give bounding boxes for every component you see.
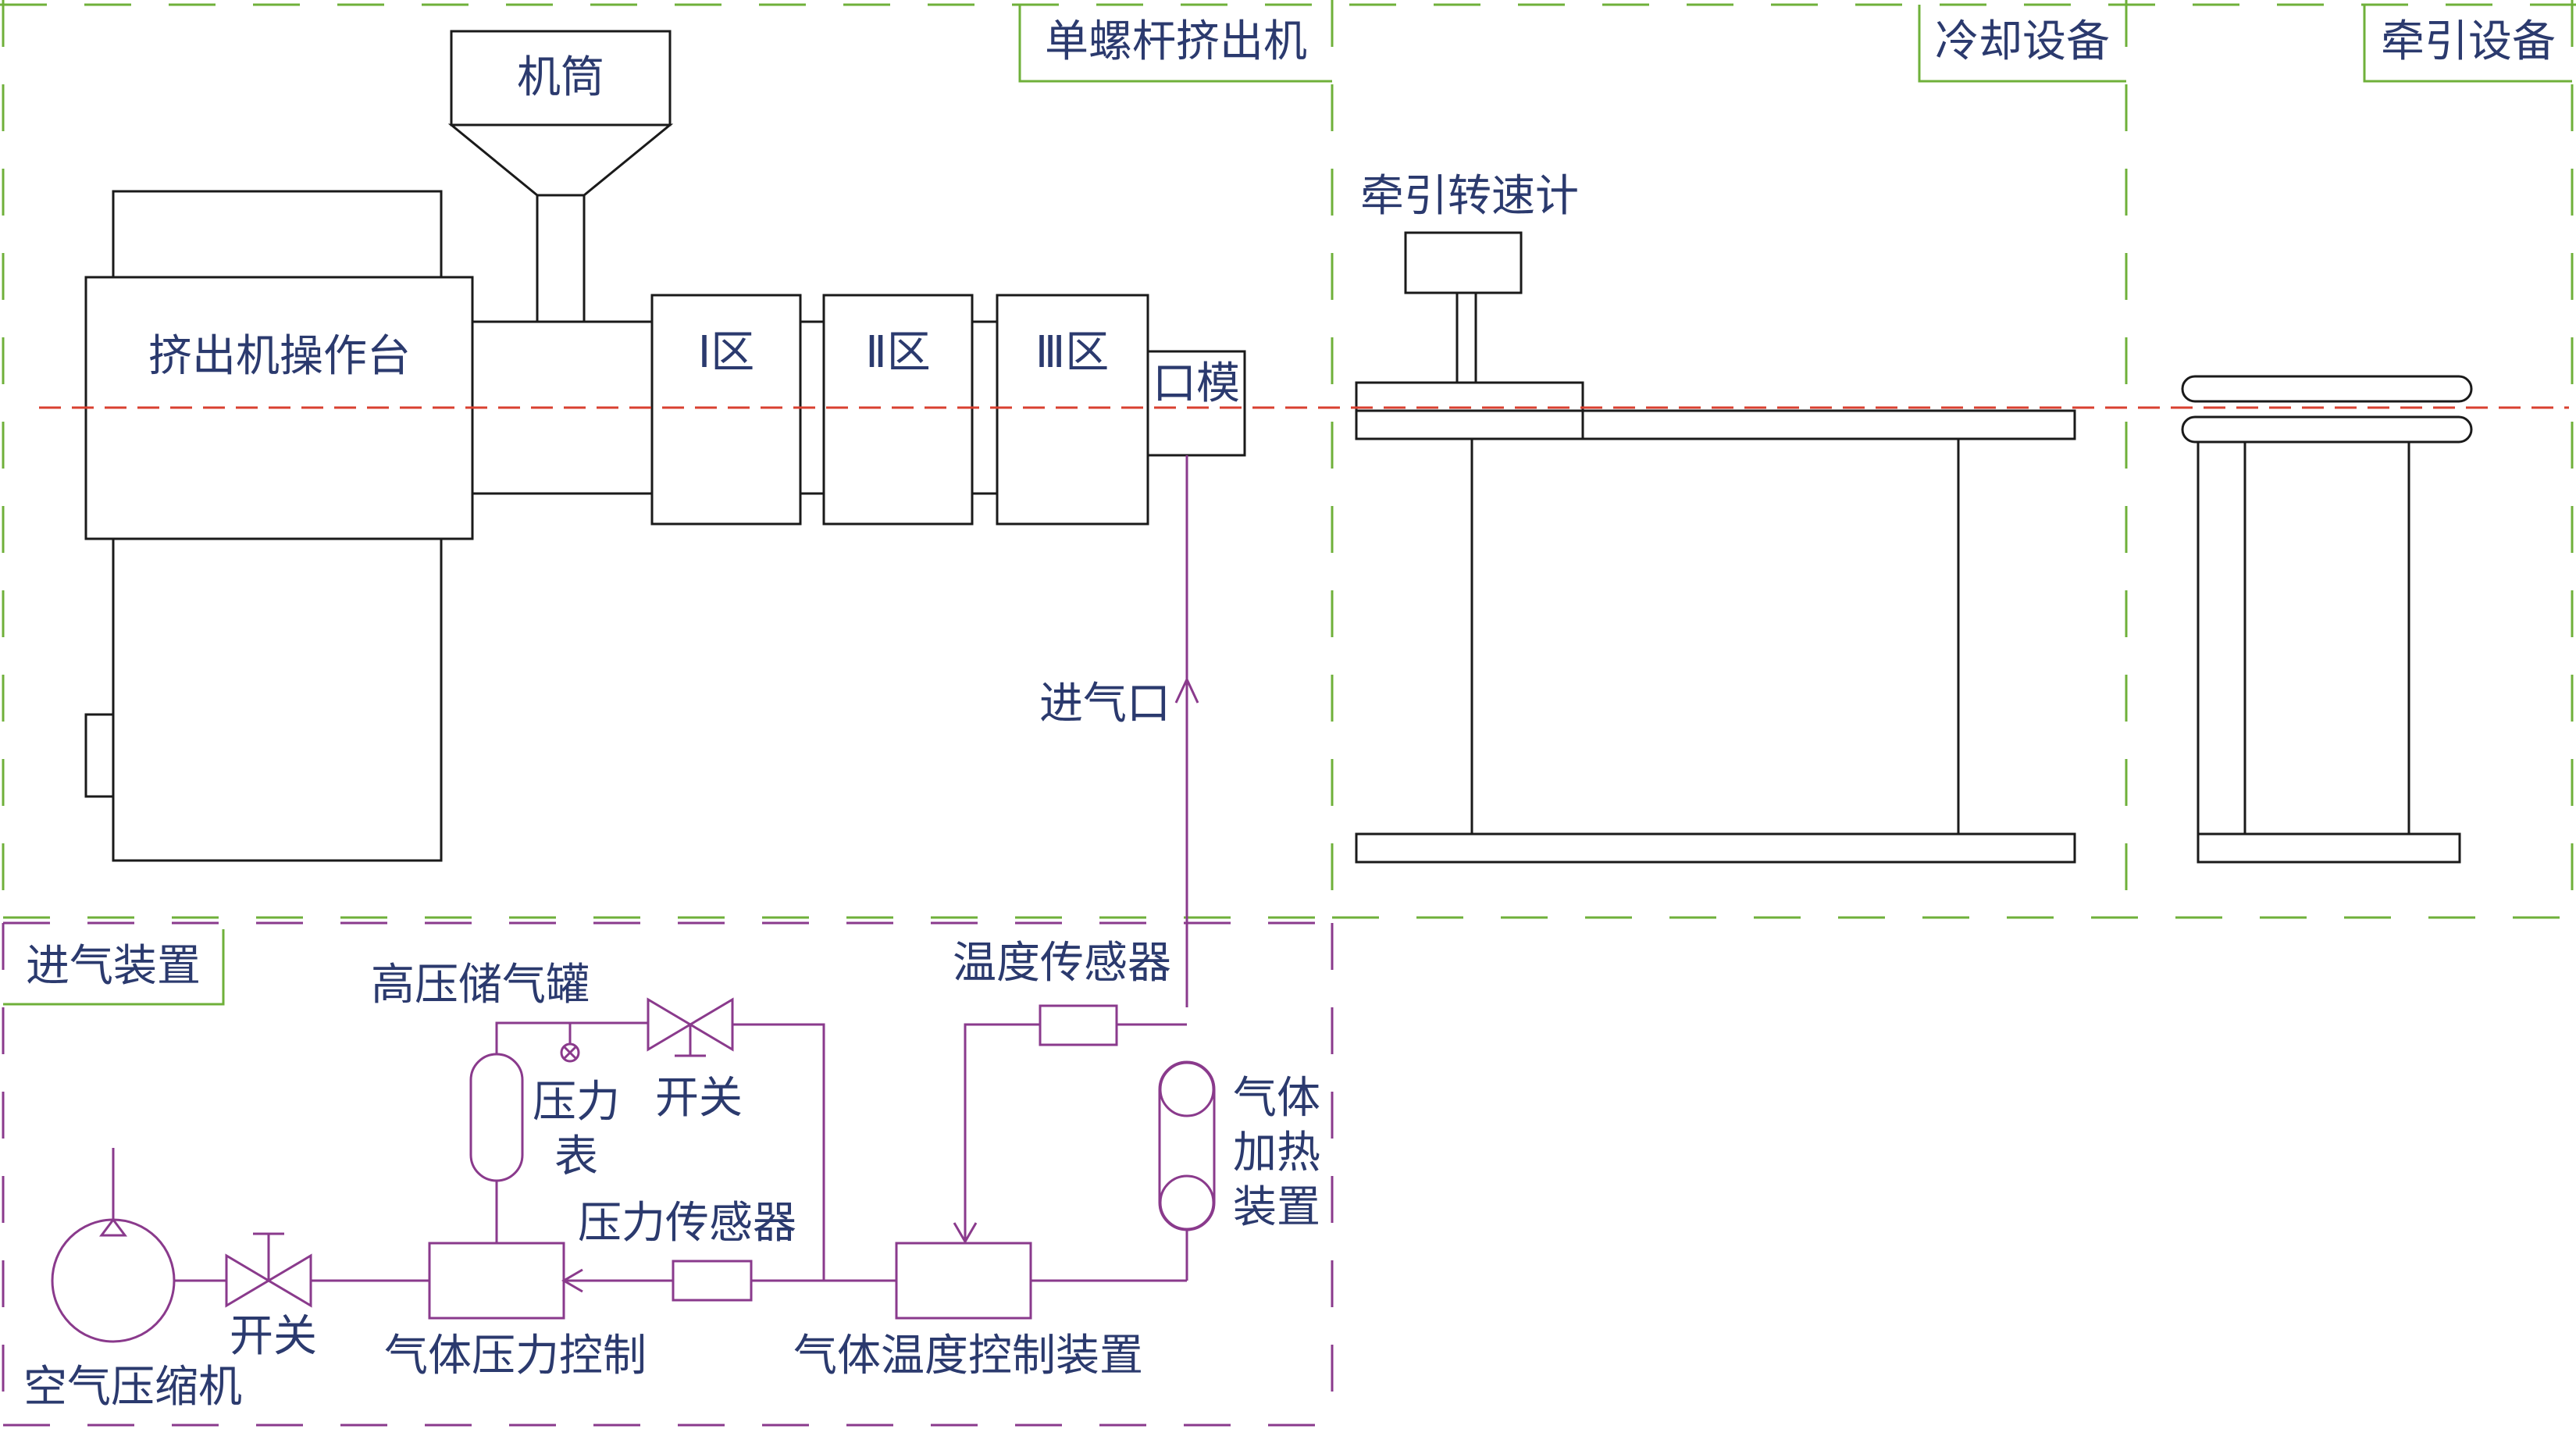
svg-text:单螺杆挤出机: 单螺杆挤出机	[1045, 16, 1307, 67]
air-inlet-pipe: 进气口	[1039, 455, 1199, 1007]
cooling-tank	[1355, 381, 2076, 864]
svg-text:气体温度控制装置: 气体温度控制装置	[793, 1331, 1143, 1381]
pressure-sensor: 压力传感器	[561, 1198, 896, 1302]
gas-pressure-controller: 气体压力控制	[384, 1242, 647, 1381]
section-label-traction: 牵引设备	[2363, 5, 2572, 83]
svg-text:表: 表	[554, 1131, 598, 1182]
svg-text:空气压缩机: 空气压缩机	[23, 1362, 242, 1413]
intake-area-border	[2, 921, 1334, 1427]
switch-valve-top-icon: 开关	[647, 997, 825, 1281]
svg-text:温度传感器: 温度传感器	[953, 938, 1171, 989]
gas-temperature-controller: 气体温度控制装置	[793, 1242, 1187, 1381]
svg-text:加热: 加热	[1233, 1128, 1320, 1178]
svg-text:压力: 压力	[533, 1077, 620, 1128]
switch-valve-bottom-icon: 开关	[225, 1232, 429, 1362]
svg-text:进气口: 进气口	[1039, 679, 1170, 729]
svg-text:高压储气罐: 高压储气罐	[371, 960, 590, 1010]
svg-text:压力传感器: 压力传感器	[578, 1198, 796, 1249]
temperature-sensor: 温度传感器	[953, 938, 1187, 1244]
zone2-label: Ⅱ区	[865, 327, 931, 378]
svg-text:冷却设备: 冷却设备	[1935, 16, 2110, 67]
section-label-cooling: 冷却设备	[1918, 5, 2126, 83]
section-label-intake: 进气装置	[3, 929, 225, 1006]
gas-heater: 气体 加热 装置	[1158, 1060, 1320, 1281]
air-compressor: 空气压缩机	[23, 1148, 242, 1413]
section-label-extruder: 单螺杆挤出机	[1018, 5, 1332, 83]
pressure-gauge-icon: 压力 表	[533, 1023, 620, 1182]
svg-text:开关: 开关	[655, 1073, 743, 1124]
svg-text:牵引设备: 牵引设备	[2381, 16, 2556, 67]
svg-text:机筒: 机筒	[517, 52, 604, 103]
barrel-body	[471, 294, 1246, 526]
section-boundaries	[0, 0, 2576, 919]
traction-unit	[2181, 375, 2473, 864]
tachometer: 牵引转速计	[1360, 171, 1579, 383]
svg-text:开关: 开关	[230, 1311, 317, 1362]
extruder-console: 挤出机操作台	[84, 190, 474, 862]
svg-text:气体压力控制: 气体压力控制	[384, 1331, 647, 1381]
die-label: 口模	[1153, 358, 1240, 409]
svg-text:牵引转速计: 牵引转速计	[1360, 171, 1579, 222]
svg-text:挤出机操作台: 挤出机操作台	[148, 331, 411, 382]
svg-text:气体: 气体	[1233, 1073, 1320, 1124]
svg-text:装置: 装置	[1233, 1182, 1320, 1233]
zone1-label: Ⅰ区	[698, 327, 755, 378]
zone3-label: Ⅲ区	[1035, 327, 1110, 378]
svg-text:进气装置: 进气装置	[26, 941, 201, 992]
high-pressure-tank: 高压储气罐	[371, 960, 648, 1243]
barrel-hopper: 机筒	[447, 30, 674, 323]
